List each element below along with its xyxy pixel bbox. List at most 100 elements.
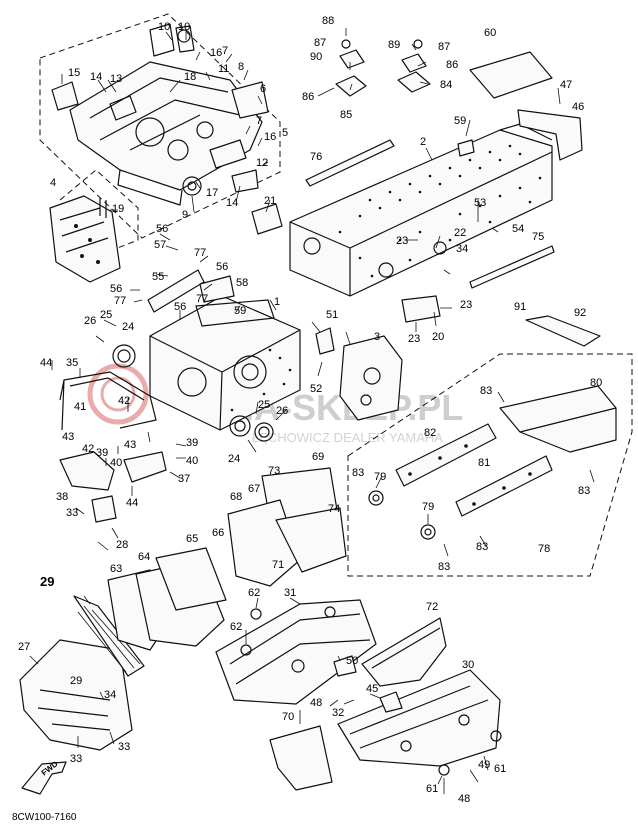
callout: 85 [340,109,352,121]
callout: 71 [272,559,284,571]
callout: 48 [310,697,322,709]
callout: 83 [438,561,450,573]
callout: 23 [408,333,420,345]
callout: 65 [186,533,198,545]
callout: 92 [574,307,586,319]
upper-frame-assembly [51,23,269,206]
bracket-group-box [347,353,633,577]
part-62-plug [240,608,262,656]
part-84-mount [397,39,431,93]
callout: 61 [426,783,438,795]
callout: 43 [62,431,74,443]
callout: 44 [126,497,138,509]
callout: 91 [514,301,526,313]
leader-lines [29,28,595,794]
callout: 22 [454,227,466,239]
part-80-panel [499,385,617,453]
callout: 29 [40,574,54,589]
callout: 88 [322,15,334,27]
callout: 52 [310,383,322,395]
callout: 69 [312,451,324,463]
callout: 21 [264,195,276,207]
subassembly-box-upper [39,13,281,239]
callout: 86 [302,91,314,103]
callout: 39 [186,437,198,449]
callout: 64 [138,551,150,563]
callout: 1 [274,296,280,308]
callout: 72 [426,601,438,613]
part-82-bar [395,423,497,487]
callout: 12 [256,157,268,169]
part-71-panel [275,507,347,573]
callout: 73 [268,465,280,477]
callout: 16 [264,131,276,143]
watermark-sub: ŁĘCHOWICZ DEALER YAMAHA [252,430,443,445]
callout: 47 [560,79,572,91]
callout: 75 [532,231,544,243]
callout: 9 [182,209,188,221]
part-65-panel [155,547,227,611]
callout: 54 [512,223,524,235]
callout: 44 [40,357,52,369]
callout: 62 [230,621,242,633]
callout: 40 [186,455,198,467]
part-50-bracket [333,655,357,677]
fwd-arrow-icon: FWD [21,759,67,795]
callout: 79 [422,501,434,513]
callout: 83 [476,541,488,553]
callout: 17 [206,187,218,199]
part-81-bar [455,455,553,517]
callout: 26 [276,405,288,417]
callout: 90 [310,51,322,63]
part-70-mount [269,725,333,791]
part-76-strip [305,139,395,187]
part-29-grille [73,595,145,677]
callout: 66 [212,527,224,539]
callout: 28 [116,539,128,551]
callout: 68 [230,491,242,503]
callout: 81 [478,457,490,469]
callout: 83 [480,385,492,397]
callout: 78 [538,543,550,555]
callout: 14 [90,71,102,83]
part-26-ring [254,422,274,442]
callout: 83 [578,485,590,497]
callout: 30 [462,659,474,671]
callout: 34 [456,243,468,255]
callout: 46 [572,101,584,113]
callout: 40 [110,457,122,469]
callout: 25 [100,309,112,321]
part-72-panel [361,617,447,687]
callout: 59 [454,115,466,127]
callout: 18 [184,71,196,83]
callout: 25 [258,399,270,411]
callout: 7 [222,45,228,57]
part-38-bracket [59,451,115,491]
callout: 50 [346,655,358,667]
part-20-bracket [401,295,441,323]
callout: 41 [74,401,86,413]
callout: 80 [590,377,602,389]
callout: 33 [118,741,130,753]
callout: 38 [56,491,68,503]
part-45-bracket [379,691,403,713]
callout: 70 [282,711,294,723]
callout: 39 [96,447,108,459]
callout: 42 [118,395,130,407]
callout: 37 [178,473,190,485]
callout: 29 [70,675,82,687]
callout: 6 [260,83,266,95]
callout: 51 [326,309,338,321]
callout: 77 [196,293,208,305]
callout: 60 [484,27,496,39]
callout: 26 [84,315,96,327]
part-24-ring-left [112,344,136,368]
callout: 86 [446,59,458,71]
callout: 23 [460,299,472,311]
callout: 53 [474,197,486,209]
callout: 19 [112,203,124,215]
callout: 33 [70,753,82,765]
callout: 10 [178,21,190,33]
callout: 55 [152,271,164,283]
